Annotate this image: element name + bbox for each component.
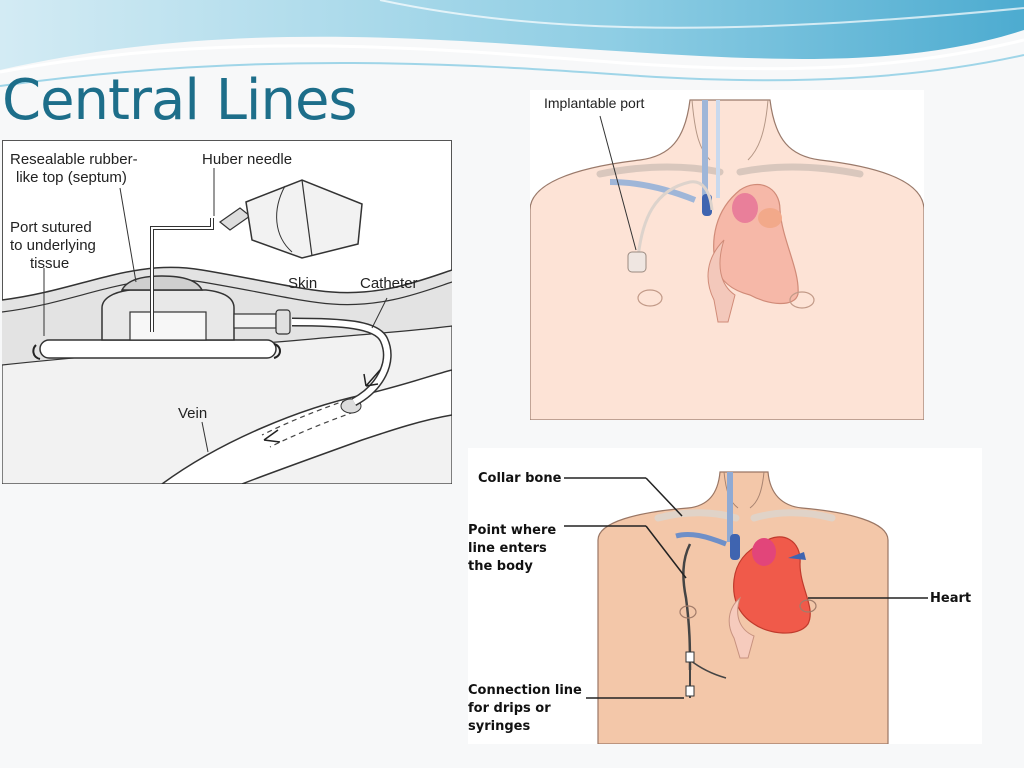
implanted-port (627, 251, 647, 273)
picc-heart (728, 536, 811, 659)
header-wave (0, 0, 1024, 87)
label-septum-2: like top (septum) (16, 169, 127, 186)
label-connection-1: Connection line (468, 683, 582, 698)
label-implantable-port: Implantable port (544, 95, 645, 111)
label-huber-needle: Huber needle (202, 151, 292, 168)
vein-shape (160, 369, 452, 484)
label-heart: Heart (930, 591, 971, 606)
label-skin: Skin (288, 275, 317, 292)
label-sutured-3: tissue (30, 255, 69, 272)
heart (707, 183, 799, 323)
label-connection-3: syringes (468, 719, 530, 734)
label-connection-2: for drips or (468, 701, 551, 716)
slide-title: Central Lines (2, 68, 358, 133)
septum (120, 275, 204, 291)
picc-line-diagram: Collar bone Point where line enters the … (468, 448, 982, 744)
label-collar-bone: Collar bone (478, 471, 562, 486)
label-catheter: Catheter (360, 275, 418, 292)
label-sutured-1: Port sutured (10, 219, 92, 236)
port-cross-section-diagram: Resealable rubber- like top (septum) Hub… (2, 140, 452, 484)
port-base (39, 339, 277, 359)
skin-line (2, 266, 452, 301)
label-sutured-2: to underlying (10, 237, 96, 254)
label-septum-1: Resealable rubber- (10, 151, 138, 168)
label-entry-2: line enters (468, 541, 547, 556)
implantable-port-diagram: Implantable port (530, 90, 924, 420)
label-entry-1: Point where (468, 523, 556, 538)
label-vein: Vein (178, 405, 207, 422)
syringe (218, 179, 363, 259)
label-entry-3: the body (468, 559, 533, 574)
